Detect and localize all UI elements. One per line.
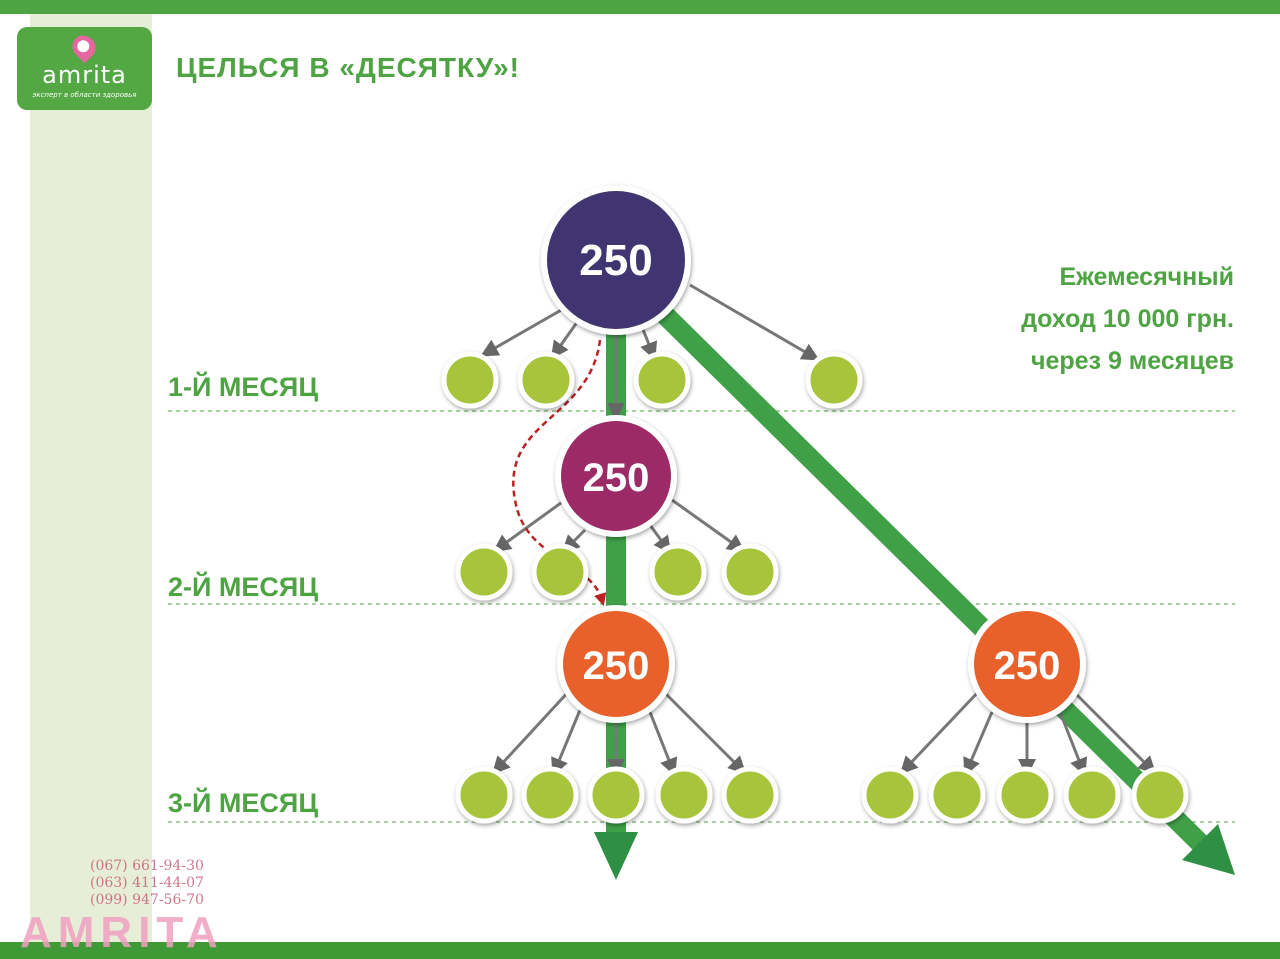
watermark-phones: (067) 661-94-30 (063) 411-44-07 (099) 94… — [90, 858, 204, 909]
level-label-1: 1-Й МЕСЯЦ — [168, 371, 318, 402]
top-bar — [0, 0, 1280, 14]
phone-3: (099) 947-56-70 — [90, 892, 204, 908]
watermark-brand: AMRITA — [20, 908, 224, 957]
logo-tagline: эксперт в области здоровья — [32, 91, 137, 99]
month3-right-node — [968, 605, 1086, 723]
side-stripe — [30, 14, 152, 942]
income-line-2: доход 10 000 грн. — [1021, 305, 1234, 333]
phone-1: (067) 661-94-30 — [90, 858, 204, 874]
vertical-arrowhead — [594, 832, 638, 880]
bottom-bar — [0, 942, 1280, 959]
connectors — [480, 283, 1157, 777]
level-label-2: 2-Й МЕСЯЦ — [168, 571, 318, 602]
diagonal-arrow-shaft — [657, 307, 1208, 851]
amrita-logo: amrita эксперт в области здоровья — [17, 27, 152, 110]
root-node — [541, 185, 691, 335]
income-line-1: Ежемесячный — [1059, 263, 1234, 291]
month3-left-node — [557, 605, 675, 723]
month3-left-value: 250 — [583, 644, 650, 688]
level-label-3: 3-Й МЕСЯЦ — [168, 787, 318, 818]
month-dividers — [168, 410, 1235, 823]
root-value: 250 — [579, 236, 652, 285]
month2-node — [555, 415, 677, 537]
leaf-nodes — [441, 351, 1189, 824]
income-line-3: через 9 месяцев — [1030, 347, 1234, 375]
diagonal-arrowhead — [1182, 824, 1235, 875]
phone-2: (063) 411-44-07 — [90, 875, 204, 891]
month2-value: 250 — [583, 456, 650, 500]
page-title: ЦЕЛЬСЯ В «ДЕСЯТКУ»! — [176, 52, 521, 83]
income-note: Ежемесячный доход 10 000 грн. через 9 ме… — [1021, 256, 1234, 382]
logo-name: amrita — [42, 61, 127, 89]
month3-right-value: 250 — [994, 644, 1061, 688]
